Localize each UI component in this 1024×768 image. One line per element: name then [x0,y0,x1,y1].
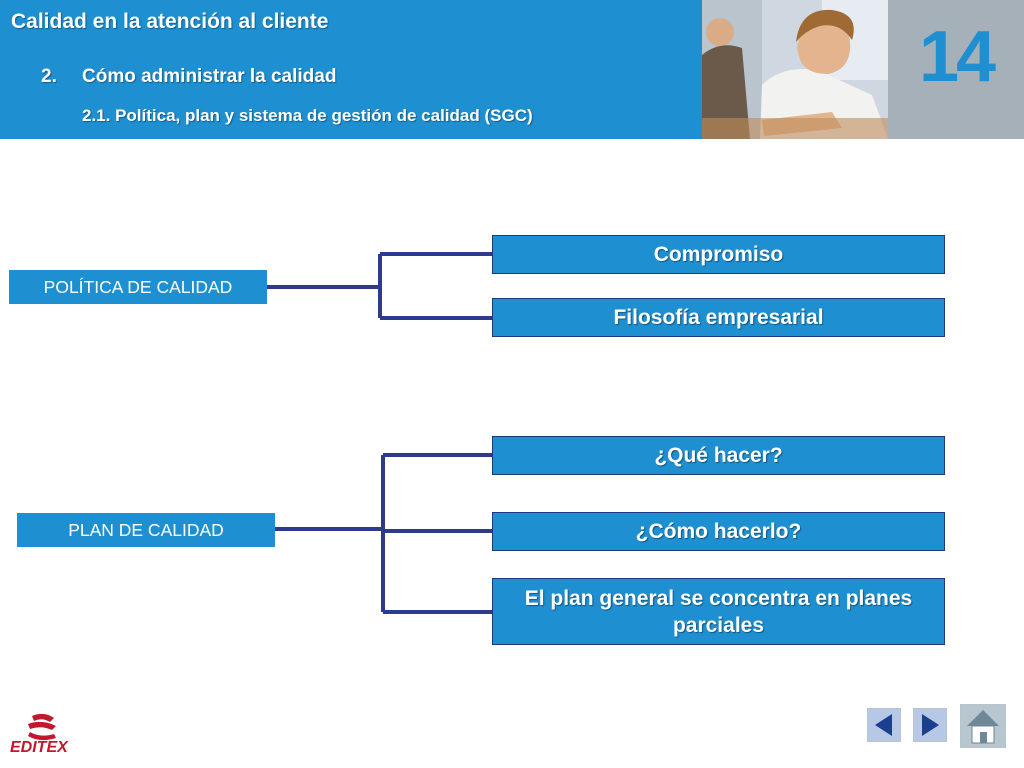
people-photo-illustration [702,0,888,139]
editex-logo [10,712,80,760]
editex-logo-mark-icon [28,713,56,741]
header-photo [702,0,888,139]
politica-de-calidad-label: POLÍTICA DE CALIDAD [9,270,267,304]
subsection-title: 2.1. Política, plan y sistema de gestión… [82,106,533,125]
unit-number: 14 [918,17,996,97]
como-hacerlo-box: ¿Cómo hacerlo? [492,512,945,551]
previous-slide-button[interactable] [867,708,901,742]
section-title: Cómo administrar la calidad [82,66,337,87]
plan-de-calidad-label: PLAN DE CALIDAD [17,513,275,547]
editex-logo-text: EDITEX [10,739,68,756]
section-number: 2. [41,66,57,87]
plan-general-box: El plan general se concentra en planes p… [492,578,945,645]
que-hacer-box: ¿Qué hacer? [492,436,945,475]
course-title: Calidad en la atención al cliente [11,10,329,33]
header-banner: Calidad en la atención al cliente 2. Cóm… [0,0,702,139]
home-icon [967,710,999,744]
compromiso-box: Compromiso [492,235,945,274]
unit-number-panel: 14 [888,0,1024,139]
next-slide-button[interactable] [913,708,947,742]
filosofia-empresarial-box: Filosofía empresarial [492,298,945,337]
home-button[interactable] [960,704,1006,748]
arrow-left-icon [875,714,892,736]
arrow-right-icon [922,714,939,736]
